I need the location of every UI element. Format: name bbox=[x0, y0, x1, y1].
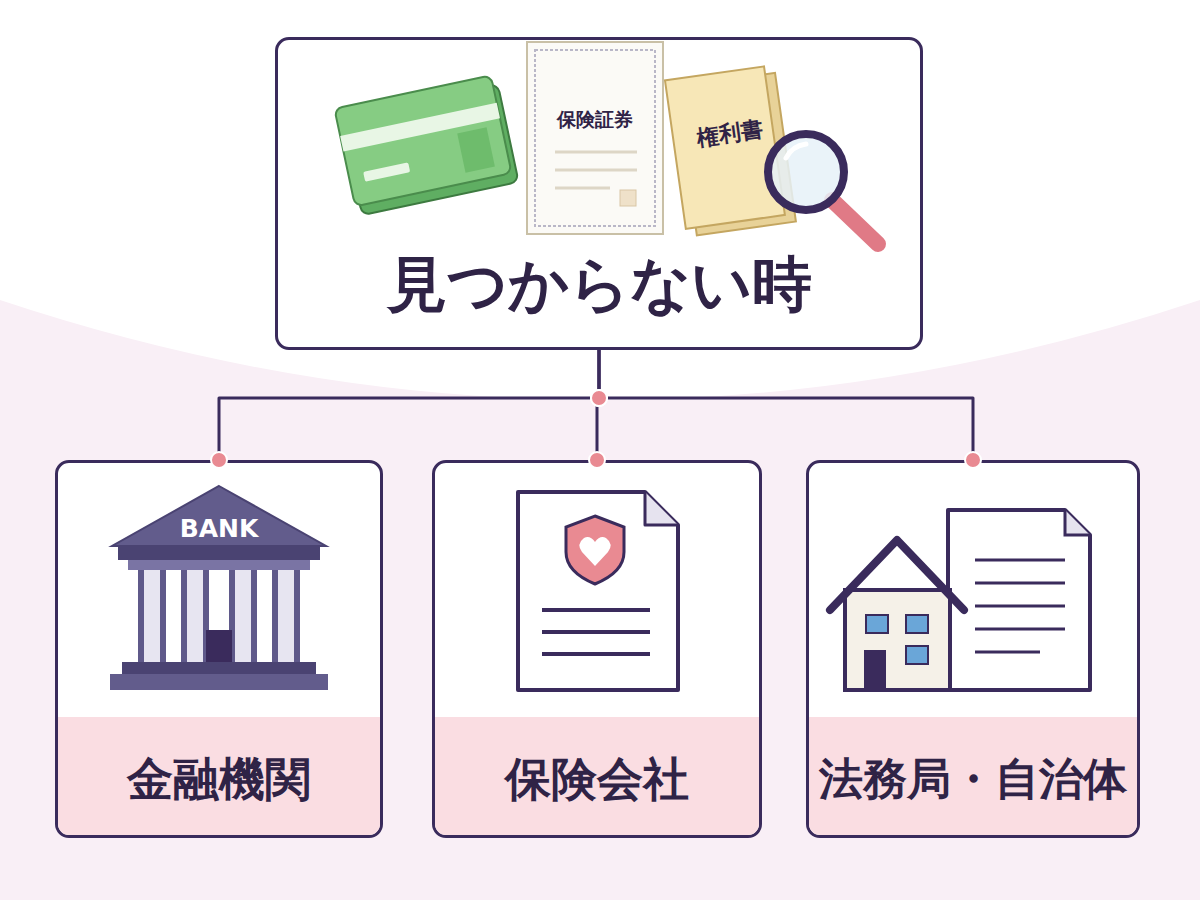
destination-box: 保険会社 bbox=[432, 460, 762, 838]
tree-connector bbox=[597, 350, 599, 460]
junction-dot bbox=[591, 390, 607, 406]
bank-sign: BANK bbox=[180, 514, 259, 543]
junction-dot bbox=[591, 390, 607, 406]
box-label: 金融機関 bbox=[58, 723, 380, 835]
tree-connector bbox=[599, 350, 973, 460]
junction-dot bbox=[591, 390, 607, 406]
background-arc bbox=[0, 0, 1200, 400]
box-label: 保険会社 bbox=[435, 723, 759, 835]
title-box: 見つからない時 bbox=[275, 37, 923, 350]
document-label: 保険証券 bbox=[557, 107, 633, 133]
tree-connector bbox=[219, 350, 599, 460]
title-text: 見つからない時 bbox=[278, 245, 920, 323]
box-label: 法務局・自治体 bbox=[809, 723, 1137, 835]
destination-box: 法務局・自治体 bbox=[806, 460, 1140, 838]
